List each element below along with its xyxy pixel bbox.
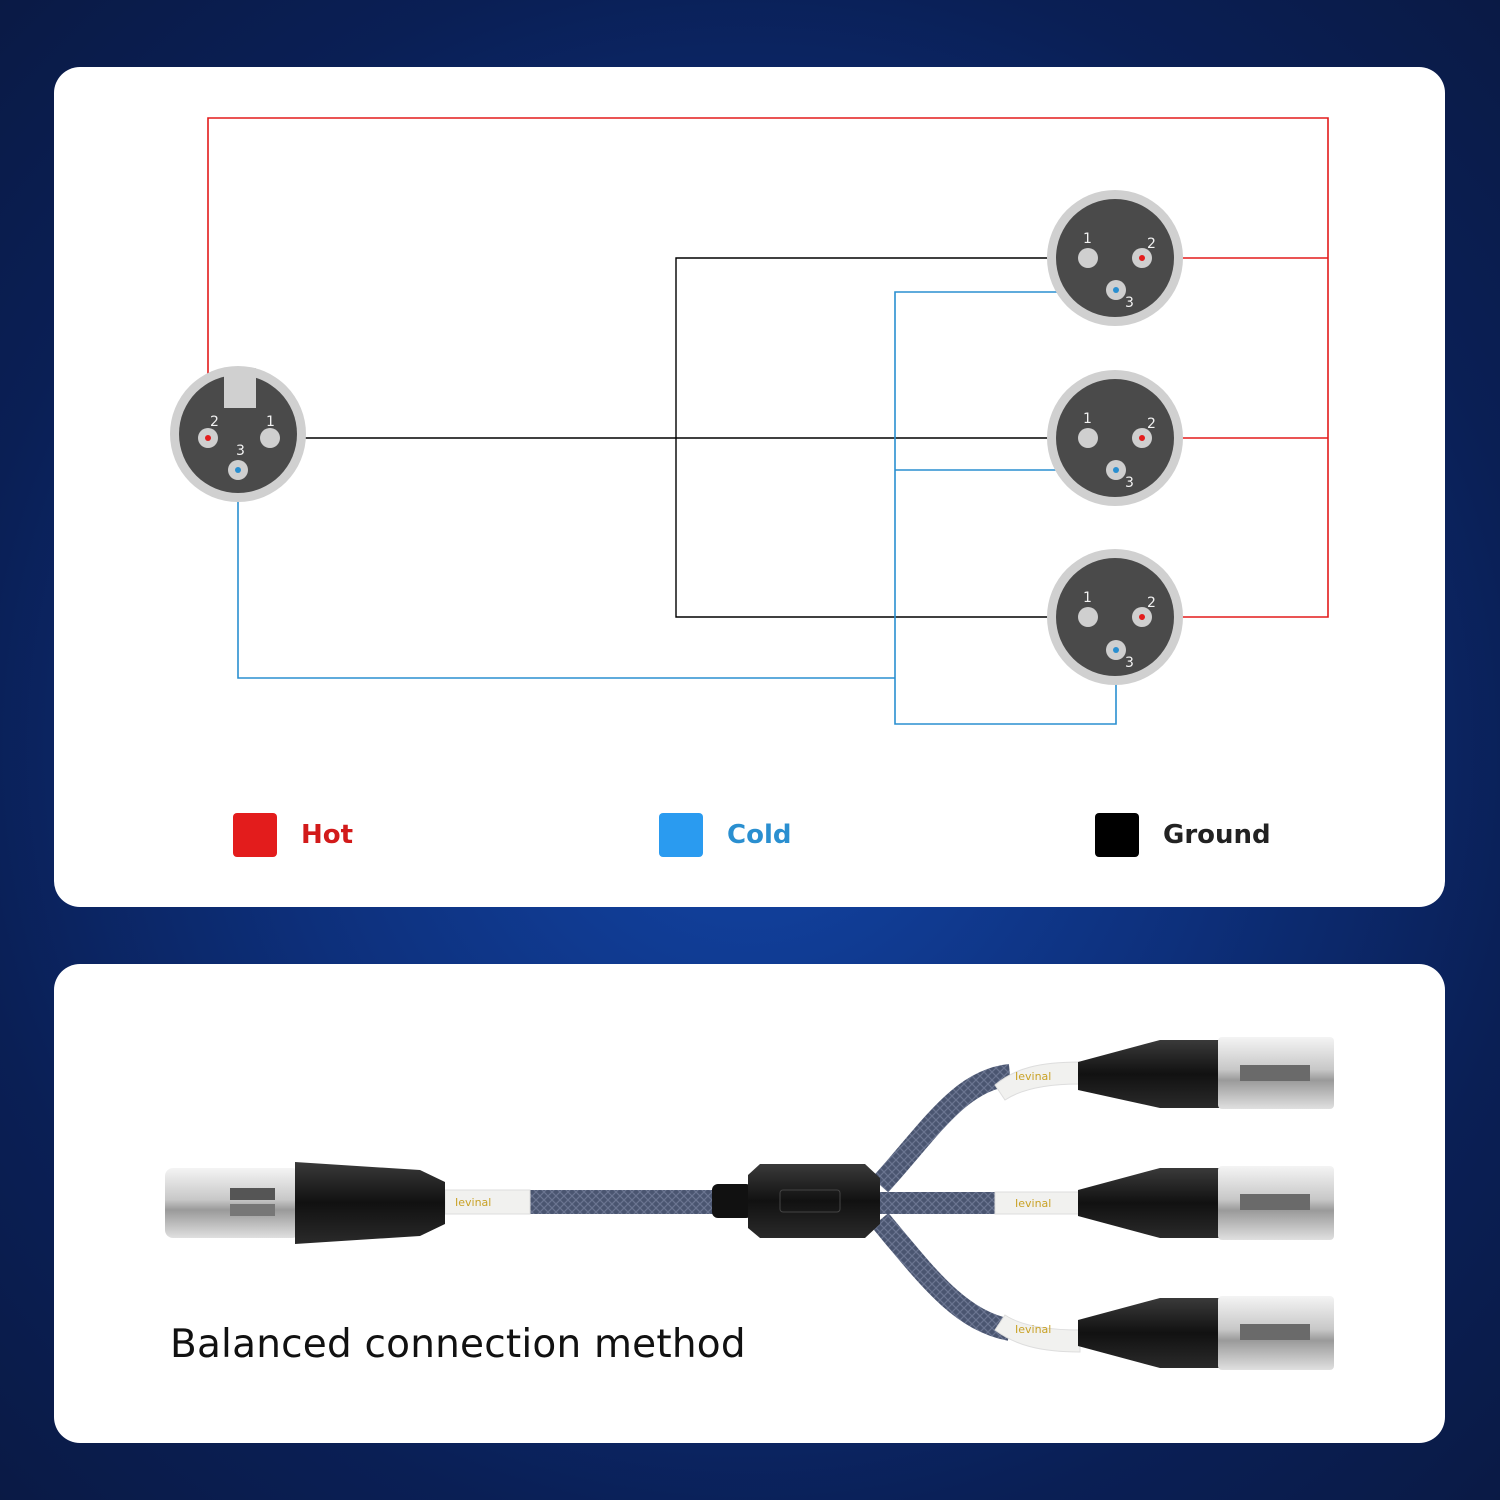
splitter-junction xyxy=(712,1164,880,1238)
female-pin-1 xyxy=(260,428,280,448)
brand-text-main: Ievinal xyxy=(455,1196,491,1209)
male1-pin-label-3: 3 xyxy=(1125,295,1134,311)
female-xlr-plug xyxy=(165,1162,445,1244)
legend-cold: Cold xyxy=(659,813,791,857)
brand-text-1: Ievinal xyxy=(1015,1070,1051,1083)
cable-sleeves: Ievinal Ievinal Ievinal Ievinal xyxy=(444,1061,1081,1353)
female-pin-label-3: 3 xyxy=(236,443,245,459)
legend-hot: Hot xyxy=(233,813,353,857)
male-xlr-plug-2 xyxy=(1078,1166,1334,1240)
male2-pin-label-1: 1 xyxy=(1083,411,1092,427)
male3-pin-1 xyxy=(1078,607,1098,627)
male2-pin-1 xyxy=(1078,428,1098,448)
male1-pin-1 xyxy=(1078,248,1098,268)
male2-pin-label-2: 2 xyxy=(1147,416,1156,432)
cold-swatch xyxy=(659,813,703,857)
male3-pin-label-2: 2 xyxy=(1147,595,1156,611)
brand-text-2: Ievinal xyxy=(1015,1197,1051,1210)
wiring-diagram-panel xyxy=(54,67,1445,907)
male3-pin-label-3: 3 xyxy=(1125,655,1134,671)
legend-label-cold: Cold xyxy=(727,820,792,850)
male-xlr-connector-2: 1 2 3 xyxy=(1047,370,1183,506)
hot-swatch xyxy=(233,813,277,857)
legend-ground: Ground xyxy=(1095,813,1271,857)
male1-pin-label-1: 1 xyxy=(1083,231,1092,247)
ground-wires xyxy=(270,257,1088,618)
male-xlr-connector-3: 1 2 3 xyxy=(1047,549,1183,685)
brand-text-3: Ievinal xyxy=(1015,1323,1051,1336)
male-xlr-plug-3 xyxy=(1078,1296,1334,1370)
male-xlr-plug-1 xyxy=(1078,1037,1334,1109)
male1-pin-label-2: 2 xyxy=(1147,236,1156,252)
ground-swatch xyxy=(1095,813,1139,857)
legend-label-hot: Hot xyxy=(301,820,354,850)
female-pin-label-1: 1 xyxy=(266,414,275,430)
female-xlr-connector: 2 1 3 xyxy=(170,366,306,502)
legend-label-ground: Ground xyxy=(1163,820,1271,850)
male2-pin-label-3: 3 xyxy=(1125,475,1134,491)
male-xlr-connector-1: 1 2 3 xyxy=(1047,190,1183,326)
male3-pin-label-1: 1 xyxy=(1083,590,1092,606)
caption-title: Balanced connection method xyxy=(170,1322,746,1367)
female-pin-label-2: 2 xyxy=(210,414,219,430)
